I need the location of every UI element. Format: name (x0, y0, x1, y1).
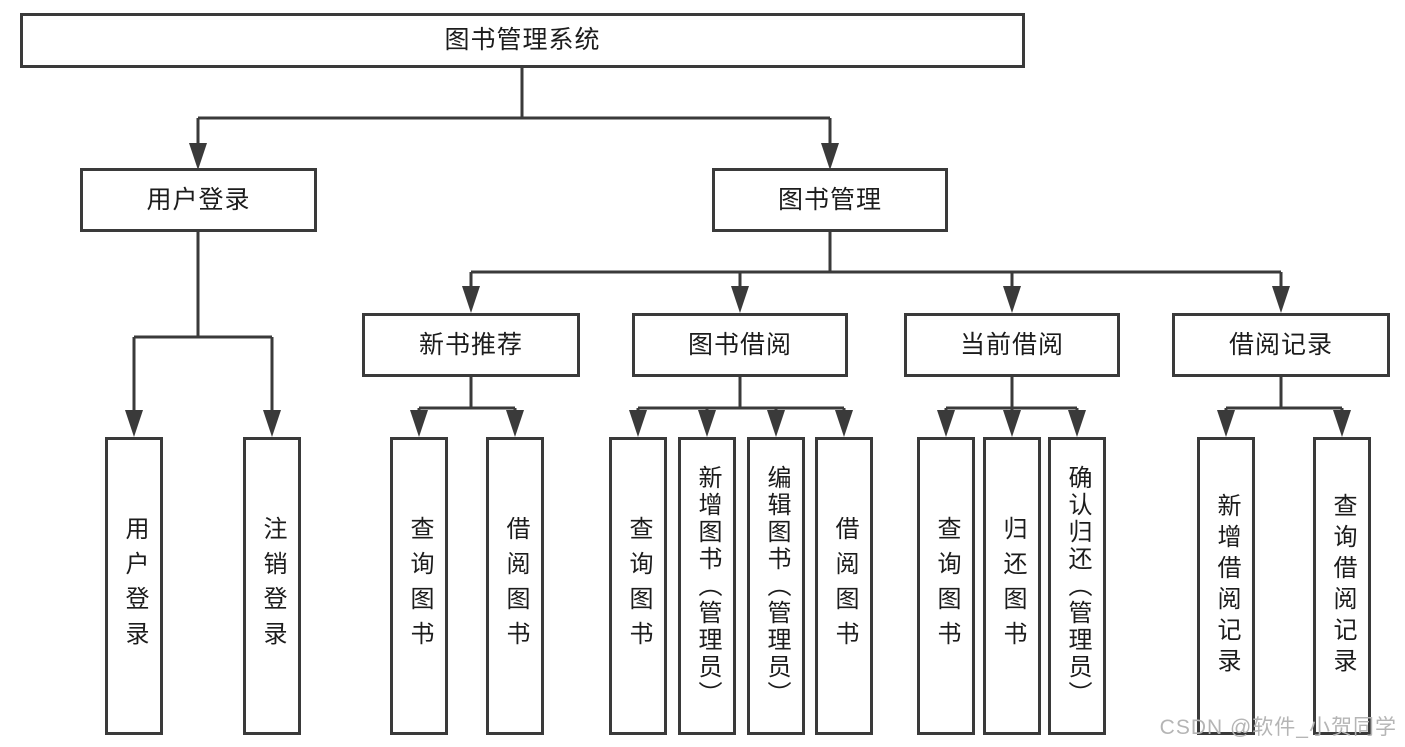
leaf-recommend-borrow-books-label: 借阅图书 (502, 516, 529, 656)
leaf-query-borrow-record: 查询借阅记录 (1313, 437, 1371, 735)
node-book-borrow: 图书借阅 (632, 313, 848, 377)
leaf-edit-books-admin-label: 编辑图书（管理员） (763, 464, 790, 708)
leaf-edit-books-admin: 编辑图书（管理员） (747, 437, 805, 735)
leaf-add-books-admin-label: 新增图书（管理员） (694, 464, 721, 708)
leaf-logout: 注销登录 (243, 437, 301, 735)
leaf-return-books-label: 归还图书 (999, 516, 1026, 656)
node-book-management: 图书管理 (712, 168, 948, 232)
node-current-borrow-label: 当前借阅 (959, 330, 1064, 359)
leaf-recommend-borrow-books: 借阅图书 (486, 437, 544, 735)
leaf-return-books: 归还图书 (983, 437, 1041, 735)
node-current-borrow: 当前借阅 (904, 313, 1120, 377)
leaf-recommend-query-books: 查询图书 (390, 437, 448, 735)
node-book-management-label: 图书管理 (777, 185, 882, 214)
node-new-book-recommend-label: 新书推荐 (418, 330, 523, 359)
leaf-recommend-query-books-label: 查询图书 (406, 516, 433, 656)
csdn-watermark: CSDN @软件_小贺同学 (1159, 716, 1397, 739)
leaf-current-query-books: 查询图书 (917, 437, 975, 735)
leaf-user-login: 用户登录 (105, 437, 163, 735)
node-library-system: 图书管理系统 (20, 13, 1025, 68)
leaf-user-login-label: 用户登录 (121, 516, 148, 656)
node-borrow-records-label: 借阅记录 (1228, 330, 1333, 359)
leaf-confirm-return-admin-label: 确认归还（管理员） (1064, 464, 1091, 708)
leaf-borrow-query-books-label: 查询图书 (625, 516, 652, 656)
leaf-query-borrow-record-label: 查询借阅记录 (1329, 493, 1356, 679)
leaf-confirm-return-admin: 确认归还（管理员） (1048, 437, 1106, 735)
leaf-add-borrow-record-label: 新增借阅记录 (1213, 493, 1240, 679)
leaf-add-borrow-record: 新增借阅记录 (1197, 437, 1255, 735)
leaf-borrow-query-books: 查询图书 (609, 437, 667, 735)
node-library-system-label: 图书管理系统 (444, 26, 601, 54)
leaf-borrow-books: 借阅图书 (815, 437, 873, 735)
node-borrow-records: 借阅记录 (1172, 313, 1390, 377)
node-user-login-label: 用户登录 (146, 185, 251, 214)
leaf-logout-label: 注销登录 (259, 516, 286, 656)
node-new-book-recommend: 新书推荐 (362, 313, 580, 377)
node-user-login: 用户登录 (80, 168, 317, 232)
leaf-add-books-admin: 新增图书（管理员） (678, 437, 736, 735)
node-book-borrow-label: 图书借阅 (687, 330, 792, 359)
leaf-current-query-books-label: 查询图书 (933, 516, 960, 656)
leaf-borrow-books-label: 借阅图书 (831, 516, 858, 656)
